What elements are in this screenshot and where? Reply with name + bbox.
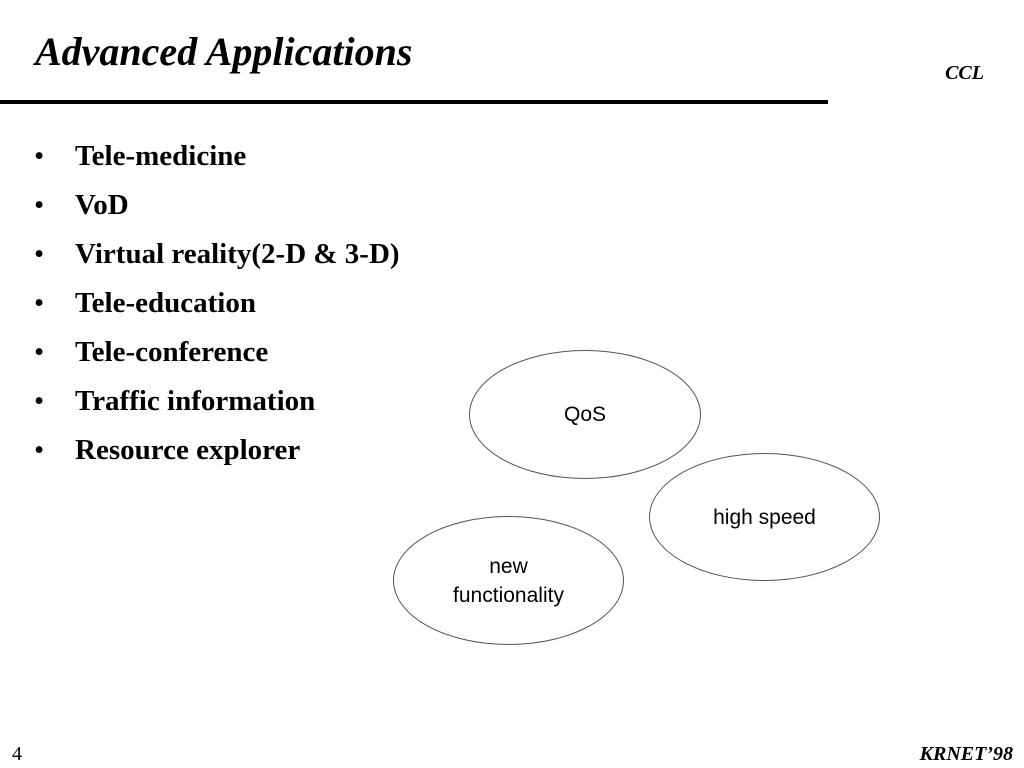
list-item: • Tele-education [34, 283, 400, 332]
bullet-icon: • [34, 287, 45, 319]
list-item: • Virtual reality(2-D & 3-D) [34, 234, 400, 283]
bullet-icon: • [34, 336, 45, 368]
title-divider [0, 100, 828, 104]
high-speed-label: high speed [713, 505, 816, 529]
high-speed-ellipse: high speed [649, 453, 880, 581]
bullet-icon: • [34, 189, 45, 221]
bullet-text: Tele-education [75, 287, 256, 319]
bullet-icon: • [34, 140, 45, 172]
bullet-text: Tele-medicine [75, 140, 247, 172]
qos-label: QoS [563, 403, 607, 426]
bullet-text: Traffic information [75, 385, 316, 417]
list-item: • VoD [34, 185, 400, 234]
bullet-icon: • [34, 238, 45, 270]
bullet-text: VoD [75, 189, 129, 221]
bullet-text: Tele-conference [75, 336, 269, 368]
bullet-icon: • [34, 385, 45, 417]
list-item: • Tele-conference [34, 332, 400, 381]
bullet-text: Resource explorer [75, 434, 301, 466]
new-functionality-label: new functionality [453, 554, 564, 607]
bullet-list: • Tele-medicine • VoD • Virtual reality(… [34, 136, 400, 479]
page-number: 4 [12, 743, 22, 765]
new-functionality-ellipse: new functionality [393, 516, 624, 645]
org-label: CCL [945, 62, 984, 84]
footer-brand: KRNET’98 [919, 743, 1013, 765]
slide-title: Advanced Applications [35, 29, 413, 74]
list-item: • Traffic information [34, 381, 400, 430]
qos-ellipse: QoS [469, 350, 701, 479]
list-item: • Resource explorer [34, 430, 400, 479]
bullet-icon: • [34, 434, 45, 466]
bullet-text: Virtual reality(2-D & 3-D) [75, 238, 400, 270]
list-item: • Tele-medicine [34, 136, 400, 185]
